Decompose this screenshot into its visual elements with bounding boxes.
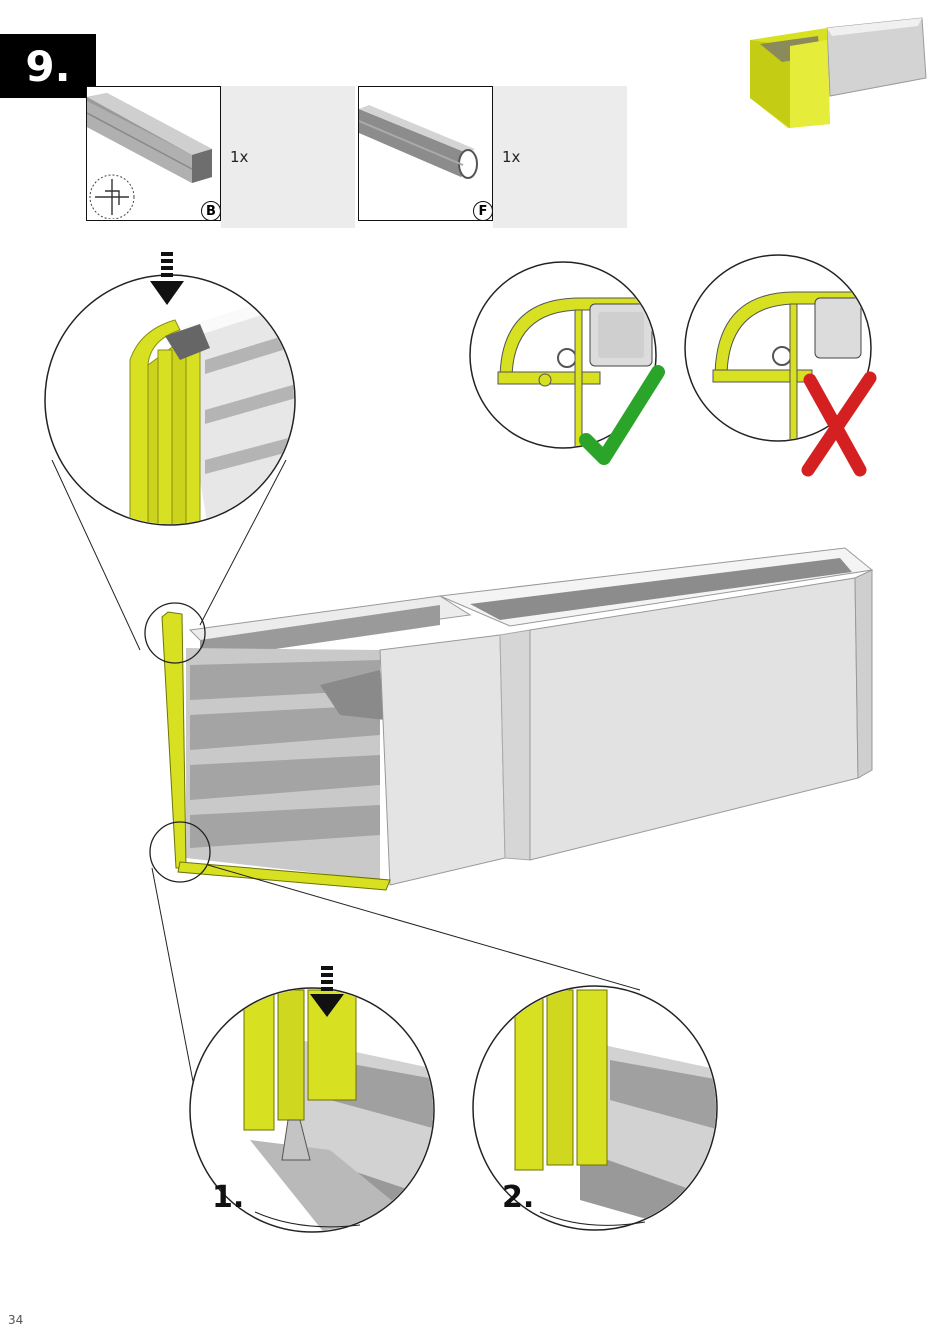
detail-step-1-label: 1. [212,1180,244,1215]
zoom-circle-top [45,252,296,650]
detail-step-2-label: 2. [502,1180,534,1215]
page-number: 34 [8,1313,23,1327]
raised-bed-main [145,548,872,890]
correct-detail-circle [470,262,658,458]
wrong-detail-circle [685,255,871,470]
overview-thumbnail [750,18,926,128]
